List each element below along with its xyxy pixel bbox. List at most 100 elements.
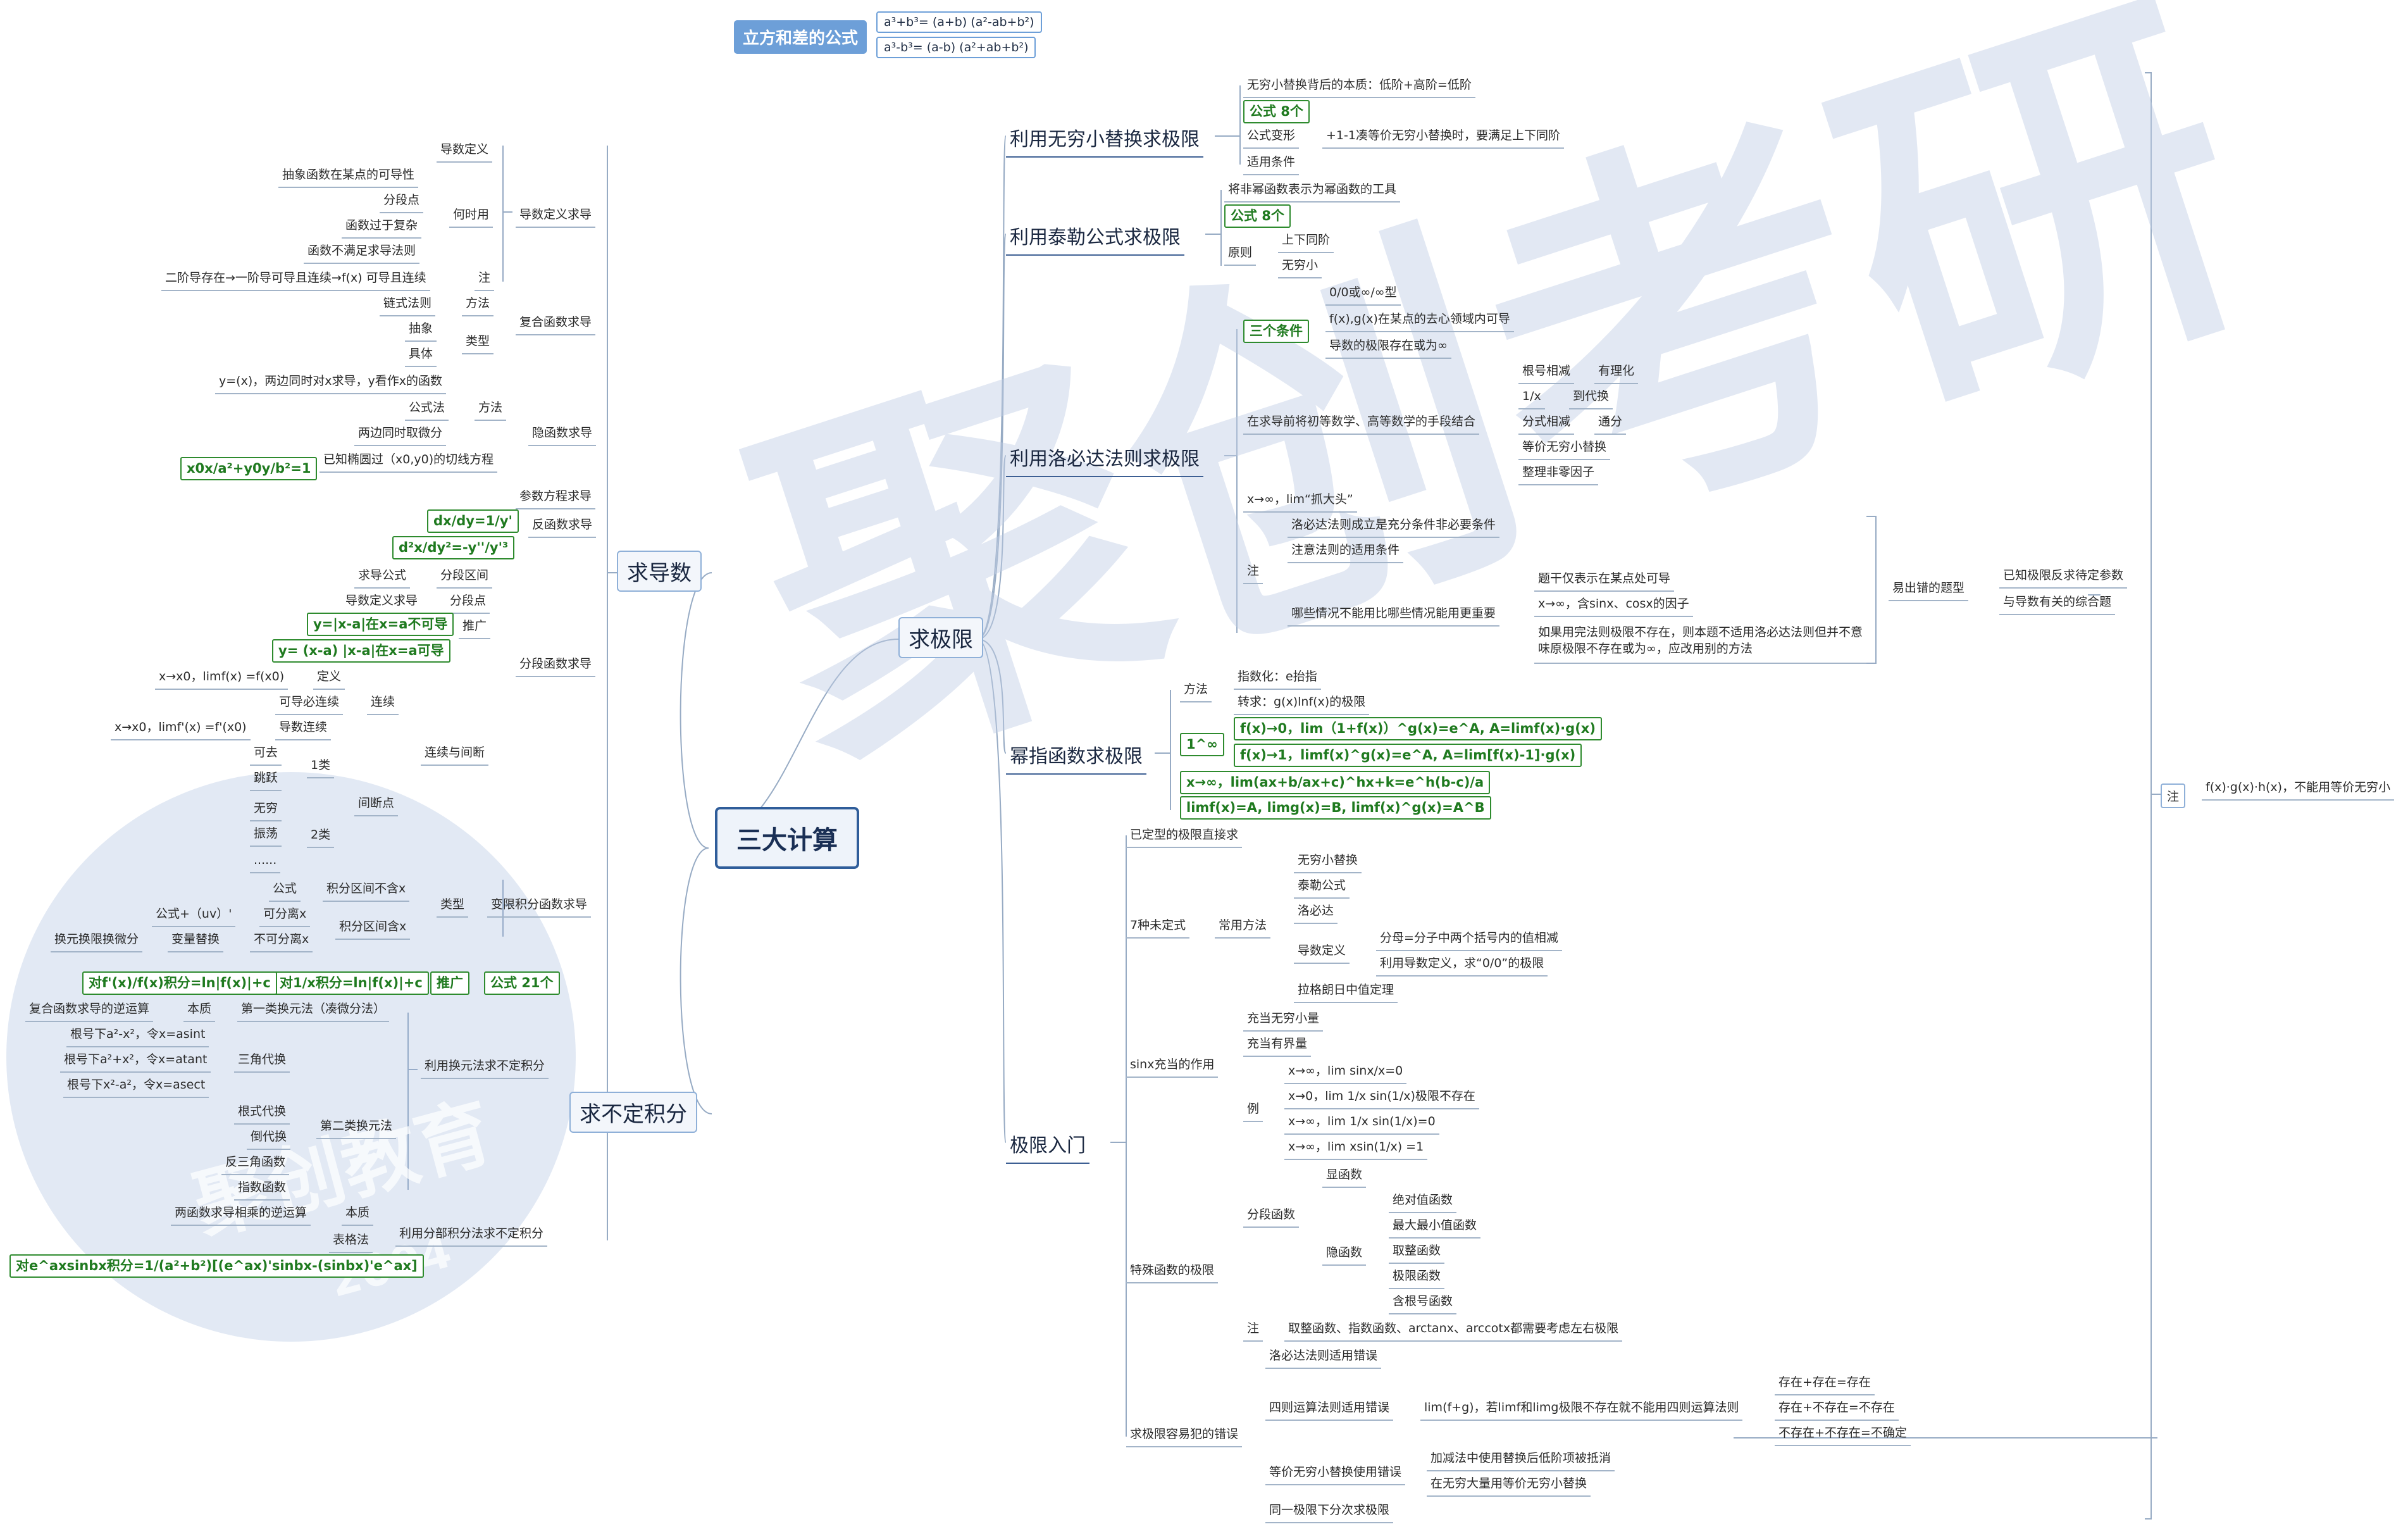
lh-17[interactable]: 哪些情况不能用比哪些情况能用更重要	[1288, 604, 1500, 627]
equiv-3[interactable]: +1-1凑等价无穷小替换时，要满足上下同阶	[1322, 127, 1564, 149]
i-vp[interactable]: 变限积分函数求导	[487, 896, 592, 918]
node-lhopital[interactable]: 利用洛必达法则求极限	[1006, 440, 1203, 477]
equiv-0[interactable]: 无穷小替换背后的本质：低阶+高阶=低阶	[1243, 76, 1475, 98]
lh-19[interactable]: x→∞，含sinx、cosx的因子	[1534, 595, 1693, 617]
in-18[interactable]: 特殊函数的极限	[1126, 1261, 1219, 1283]
in-33[interactable]: 存在+存在=存在	[1775, 1373, 1875, 1395]
i-sub-11[interactable]: 指数函数	[234, 1178, 290, 1201]
node-integral[interactable]: 求不定积分	[569, 1092, 697, 1133]
lh-22[interactable]: 已知极限反求待定参数	[1999, 566, 2128, 589]
d-def-7[interactable]: 二阶导存在→一阶导可导且连续→f(x) 可导且连续	[161, 269, 430, 291]
in-22[interactable]: 绝对值函数	[1389, 1191, 1457, 1213]
in-23[interactable]: 最大最小值函数	[1389, 1216, 1481, 1239]
node-equiv[interactable]: 利用无穷小替换求极限	[1006, 120, 1203, 158]
lh-4[interactable]: 在求导前将初等数学、高等数学的手段结合	[1243, 413, 1480, 435]
in-29[interactable]: 求极限容易犯的错误	[1126, 1425, 1243, 1447]
d-imp-0[interactable]: y=(x)，两边同时对x求导，y看作x的函数	[215, 372, 446, 394]
d-inv-1[interactable]: d²x/dy²=-y''/y'³	[392, 536, 515, 559]
pw-5[interactable]: f(x)→1，limf(x)^g(x)=e^A, A=lim[f(x)-1]·g…	[1234, 744, 1582, 767]
d-pw-1[interactable]: 求导公式	[354, 566, 411, 589]
lh-7[interactable]: 1/x	[1518, 387, 1545, 409]
d-imp-4[interactable]: 已知椭圆过（x0,y0)的切线方程	[320, 451, 498, 473]
d-comp-2[interactable]: 类型	[462, 332, 494, 354]
i-vp-2[interactable]: 公式	[269, 880, 301, 902]
i-f-g2[interactable]: 对f'(x)/f(x)积分=ln|f(x)|+c	[82, 971, 277, 995]
d-pw-4[interactable]: 推广	[459, 617, 491, 639]
in-38[interactable]: 在无穷大量用等价无穷小替换	[1427, 1475, 1591, 1497]
lh-3[interactable]: 导数的极限存在或为∞	[1325, 337, 1451, 359]
d-comp-0[interactable]: 方法	[462, 294, 494, 316]
i-f-count[interactable]: 公式 21个	[484, 971, 560, 995]
in-27[interactable]: 注	[1243, 1320, 1263, 1342]
lh-13[interactable]: x→∞，lim“抓大头”	[1243, 490, 1357, 513]
i-parts-2[interactable]: 表格法	[329, 1231, 373, 1253]
taylor-3[interactable]: 上下同阶	[1278, 231, 1334, 253]
in-2[interactable]: 常用方法	[1215, 916, 1271, 939]
in-15[interactable]: x→0，lim 1/x sin(1/x)极限不存在	[1284, 1087, 1479, 1109]
taylor-2[interactable]: 原则	[1224, 244, 1257, 266]
i-vp-8[interactable]: 换元换限换微分	[51, 930, 143, 952]
d-def-4[interactable]: 函数过于复杂	[342, 216, 422, 239]
d-pw-11[interactable]: 可导必连续	[275, 693, 344, 715]
in-36[interactable]: 等价无穷小替换使用错误	[1265, 1463, 1406, 1485]
i-sub-2[interactable]: 复合函数求导的逆运算	[25, 1000, 154, 1022]
in-14[interactable]: x→∞，lim sinx/x=0	[1284, 1062, 1407, 1084]
in-24[interactable]: 取整函数	[1389, 1242, 1445, 1264]
i-parts-3[interactable]: 对e^axsinbx积分=1/(a²+b²)[(e^ax)'sinbx-(sin…	[9, 1254, 424, 1278]
lh-20[interactable]: 如果用完法则极限不存在，则本题不适用洛必达法则但并不意味原极限不存在或为∞，应改…	[1534, 621, 1871, 665]
in-4[interactable]: 泰勒公式	[1294, 877, 1350, 899]
node-taylor[interactable]: 利用泰勒公式求极限	[1006, 218, 1184, 256]
lh-18[interactable]: 题干仅表示在某点处可导	[1534, 570, 1675, 592]
node-power[interactable]: 幂指函数求极限	[1006, 737, 1146, 775]
in-12[interactable]: 充当有界量	[1243, 1035, 1312, 1057]
d-pw-14[interactable]: 间断点	[354, 794, 399, 816]
i-sub-0[interactable]: 第一类换元法（凑微分法）	[237, 1000, 390, 1022]
taylor-1[interactable]: 公式 8个	[1224, 204, 1291, 228]
lh-1[interactable]: 0/0或∞/∞型	[1325, 284, 1401, 306]
i-sub-8[interactable]: 根式代换	[234, 1102, 290, 1125]
i-sub-3[interactable]: 第二类换元法	[316, 1117, 397, 1139]
i-parts-0[interactable]: 本质	[342, 1204, 374, 1226]
d-def-6[interactable]: 注	[475, 269, 495, 291]
in-39[interactable]: 同一极限下分次求极限	[1265, 1501, 1394, 1523]
taylor-4[interactable]: 无穷小	[1278, 256, 1322, 278]
i-sub-6[interactable]: 根号下a²+x²，令x=atant	[60, 1051, 211, 1073]
in-34[interactable]: 存在+不存在=不存在	[1775, 1399, 1899, 1421]
d-pw-12[interactable]: 导数连续	[275, 718, 332, 740]
d-pw-3[interactable]: 导数定义求导	[342, 592, 422, 614]
d-pw-0[interactable]: 分段区间	[437, 566, 493, 589]
root-node[interactable]: 三大计算	[715, 807, 859, 869]
pw-2[interactable]: 转求：g(x)lnf(x)的极限	[1234, 693, 1370, 715]
in-7[interactable]: 分母=分子中两个括号内的值相减	[1376, 929, 1562, 951]
equiv-2[interactable]: 公式变形	[1243, 127, 1300, 149]
d-pw-9[interactable]: 定义	[313, 668, 345, 690]
in-21[interactable]: 隐函数	[1322, 1244, 1367, 1266]
lh-12[interactable]: 整理非零因子	[1518, 463, 1599, 485]
node-intro[interactable]: 极限入门	[1006, 1126, 1089, 1164]
d-def-5[interactable]: 函数不满足求导法则	[304, 242, 420, 264]
in-35[interactable]: 不存在+不存在=不确定	[1775, 1424, 1911, 1446]
i-vp-1[interactable]: 积分区间不含x	[323, 880, 410, 902]
i-sub-5[interactable]: 根号下a²-x²，令x=asint	[66, 1025, 209, 1047]
d-pw-7[interactable]: 连续与间断	[421, 744, 489, 766]
i-vp-5[interactable]: 公式+（uv）'	[152, 905, 236, 927]
in-26[interactable]: 含根号函数	[1389, 1292, 1457, 1314]
in-13[interactable]: 例	[1243, 1100, 1263, 1122]
i-vp-6[interactable]: 不可分离x	[250, 930, 313, 952]
in-28[interactable]: 取整函数、指数函数、arctanx、arccotx都需要考虑左右极限	[1284, 1320, 1623, 1342]
d-pw-15[interactable]: 1类	[307, 756, 335, 778]
in-30[interactable]: 洛必达法则适用错误	[1265, 1347, 1382, 1369]
lh-8[interactable]: 到代换	[1569, 387, 1613, 409]
i-vp-0[interactable]: 类型	[437, 896, 469, 918]
i-f-g1[interactable]: 对1/x积分=ln|f(x)|+c	[273, 971, 429, 995]
lh-16[interactable]: 注意法则的适用条件	[1288, 541, 1404, 563]
i-vp-3[interactable]: 积分区间含x	[335, 918, 411, 940]
i-sub[interactable]: 利用换元法求不定积分	[421, 1057, 549, 1079]
d-def-3[interactable]: 分段点	[380, 191, 424, 213]
d-pw-13[interactable]: x→x0，limf'(x) =f'(x0)	[111, 718, 251, 740]
d-imp-2[interactable]: 公式法	[405, 399, 449, 421]
in-10[interactable]: sinx充当的作用	[1126, 1056, 1219, 1078]
in-16[interactable]: x→∞，lim 1/x sin(1/x)=0	[1284, 1113, 1439, 1135]
i-sub-4[interactable]: 三角代换	[234, 1051, 290, 1073]
lh-0[interactable]: 三个条件	[1243, 320, 1309, 343]
